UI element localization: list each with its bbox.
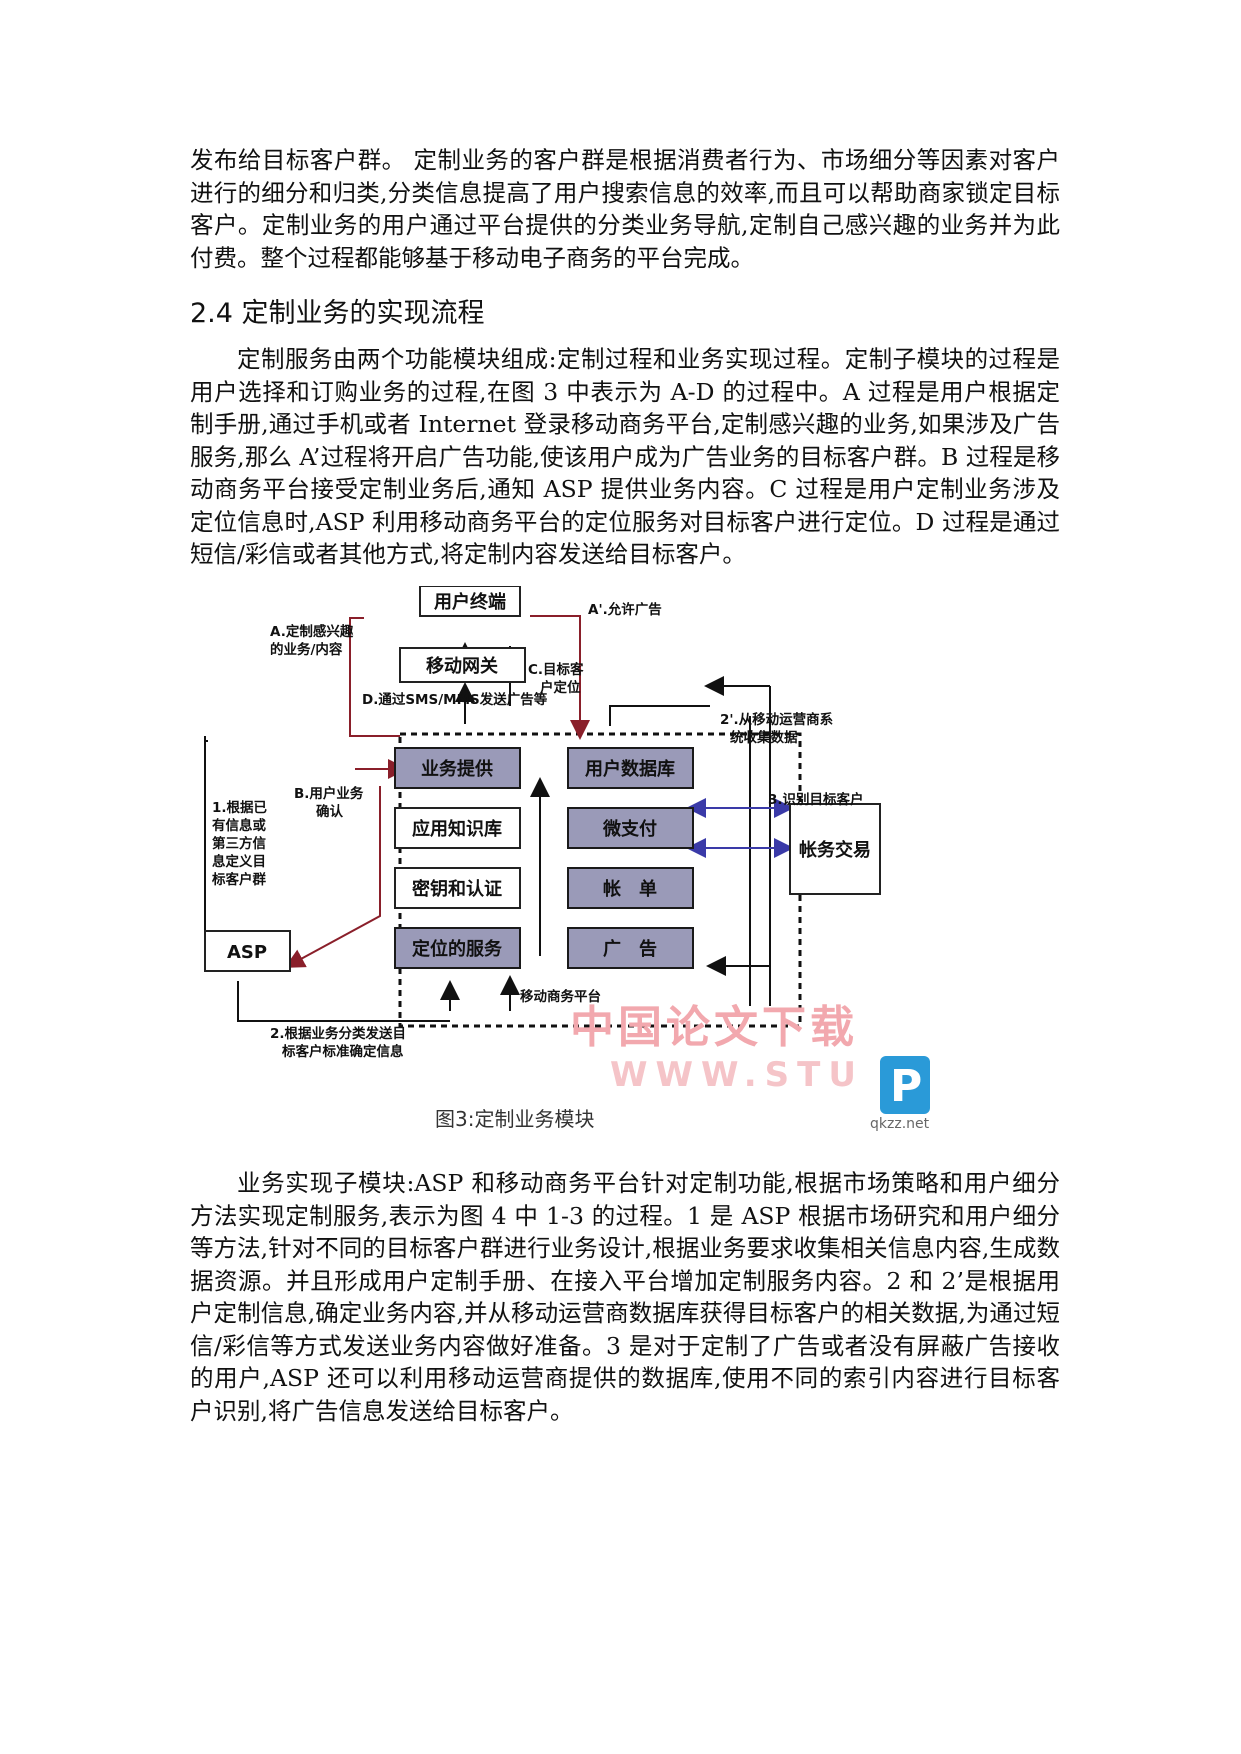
label-1-a: 1.根据已 (212, 799, 268, 816)
arrow-a-prime (530, 615, 590, 740)
label-1-e: 标客户群 (211, 871, 266, 888)
label-user-terminal: 用户终端 (434, 591, 506, 613)
arrow-b (284, 786, 381, 968)
label-1-d: 息定义目 (212, 853, 266, 870)
paragraph-customization-process: 定制服务由两个功能模块组成:定制过程和业务实现过程。定制子模块的过程是用户选择和… (190, 345, 1060, 568)
label-2prime-2: 统收集数据 (730, 729, 798, 746)
label-2-2: 标客户标准确定信息 (281, 1043, 404, 1060)
label-a-1: A.定制感兴趣 (270, 623, 354, 640)
paragraph-intro: 发布给目标客户群。 定制业务的客户群是根据消费者行为、市场细分等因素对客户进行的… (190, 146, 1060, 272)
paragraph-implementation: 业务实现子模块:ASP 和移动商务平台针对定制功能,根据市场策略和用户细分方法实… (190, 1169, 1060, 1425)
arrow-2-base (237, 981, 450, 1022)
diagram-svg: 用户终端 移动网关 业务提供 应用知识库 密钥和认证 定位的服务 用户数据库 微… (204, 586, 930, 1132)
label-2prime-1: 2'.从移动运营商系 (720, 711, 834, 728)
label-3: 3.识别目标客户 (768, 791, 864, 808)
box-asp (204, 930, 291, 972)
label-location-service: 定位的服务 (412, 938, 503, 960)
box-location-service (394, 927, 521, 969)
figure-caption: 图3:定制业务模块 (435, 1107, 594, 1131)
label-c-1: C.目标客 (528, 661, 584, 678)
label-user-database: 用户数据库 (585, 758, 675, 780)
label-platform: 移动商务平台 (520, 988, 601, 1005)
box-micropayment (567, 807, 694, 849)
label-a-prime: A'.允许广告 (588, 601, 662, 618)
label-c-2: 户定位 (540, 679, 581, 696)
section-heading: 2.4 定制业务的实现流程 (190, 298, 485, 329)
label-micropayment: 微支付 (602, 818, 657, 840)
label-advert: 广 告 (603, 938, 657, 960)
arrow-2prime (609, 705, 710, 726)
box-service-provision (394, 747, 521, 789)
box-app-knowledge (394, 807, 521, 849)
box-advert (567, 927, 694, 969)
label-b-2: 确认 (316, 803, 343, 820)
watermark-logo-icon (880, 1056, 930, 1114)
label-mobile-gateway: 移动网关 (426, 655, 498, 677)
label-2-1: 2.根据业务分类发送目 (270, 1025, 406, 1042)
arrow-a-top (349, 617, 364, 636)
label-key-auth: 密钥和认证 (412, 878, 502, 900)
box-billing-trade (789, 803, 881, 895)
box-user-terminal (419, 586, 521, 617)
label-service-provision: 业务提供 (421, 758, 493, 780)
figure-customization-modules: 用户终端 移动网关 业务提供 应用知识库 密钥和认证 定位的服务 用户数据库 微… (190, 586, 970, 1146)
label-1-b: 有信息或 (212, 817, 266, 834)
box-bill (567, 867, 694, 909)
label-1-c: 第三方信 (212, 835, 266, 852)
label-asp: ASP (227, 942, 267, 963)
label-app-knowledge: 应用知识库 (412, 818, 502, 840)
arrow-a (349, 636, 400, 737)
watermark-logo-letter: P (890, 1061, 922, 1112)
label-b-1: B.用户业务 (294, 785, 364, 802)
label-billing-trade: 帐务交易 (799, 839, 871, 861)
label-d: D.通过SMS/MMS发送广告等 (362, 691, 548, 708)
watermark-small: qkzz.net (870, 1116, 930, 1132)
watermark-en: WWW.STU (610, 1055, 864, 1095)
box-key-auth (394, 867, 521, 909)
box-mobile-gateway (399, 647, 526, 683)
watermark-cn: 中国论文下载 (570, 1002, 858, 1053)
label-bill: 帐 单 (603, 878, 657, 900)
box-user-database (567, 747, 694, 789)
label-a-2: 的业务/内容 (270, 641, 343, 658)
